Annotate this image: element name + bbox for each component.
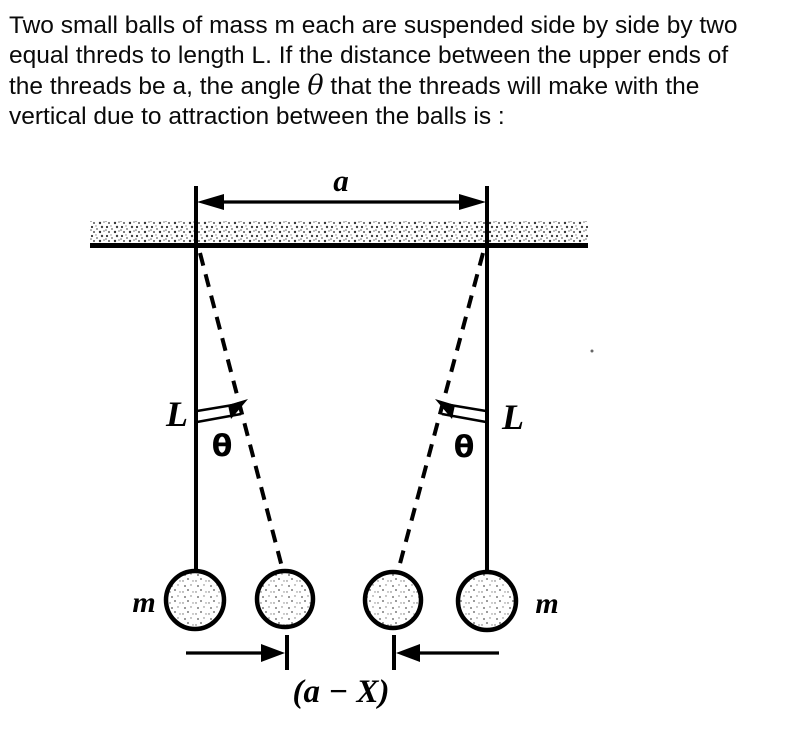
top-dimension (194, 186, 489, 243)
problem-line-3: the threads be a, the angle θ that the t… (9, 71, 797, 102)
problem-line-3-pre: the threads be a, the angle (9, 73, 308, 100)
label-angle-right: θ (454, 430, 475, 465)
angle-arc-right-lower-line (441, 412, 487, 424)
angle-arc-left-lower-line (196, 412, 242, 424)
label-distance-a: a (333, 163, 349, 198)
ball-left-outer (163, 568, 227, 632)
problem-line-4: vertical due to attraction between the b… (9, 103, 505, 130)
theta-symbol-inline: θ (307, 70, 324, 101)
bottom-dimension (186, 635, 499, 670)
problem-line-2: equal threds to length L. If the distanc… (9, 42, 729, 69)
label-distance-a-minus-x: (a − X) (293, 674, 390, 710)
dimension-arrowhead-left (197, 194, 224, 210)
ball-left-inner (254, 568, 316, 630)
bottom-arrowhead-right (396, 644, 420, 662)
problem-statement: Two small balls of mass m each are suspe… (9, 11, 797, 132)
bottom-arrowhead-left (261, 644, 285, 662)
ceiling (90, 221, 588, 248)
balls (163, 568, 519, 633)
ink-speck (590, 349, 594, 353)
threads (194, 246, 489, 572)
ball-right-inner (362, 569, 424, 631)
ceiling-baseline (90, 243, 588, 248)
ball-right-outer (455, 569, 519, 633)
thread-dashed-right (396, 252, 485, 572)
label-angle-left: θ (212, 429, 233, 464)
label-length-left: L (165, 394, 188, 434)
dimension-arrowhead-right (459, 194, 486, 210)
problem-line-3-post: that the threads will make with the (323, 73, 700, 100)
angle-arc-right (435, 399, 487, 424)
angle-arc-left (196, 399, 248, 424)
angle-arc-left-tip (228, 399, 248, 419)
problem-line-1: Two small balls of mass m each are suspe… (9, 12, 738, 39)
ceiling-texture (90, 221, 588, 244)
label-length-right: L (501, 397, 524, 437)
angle-arc-right-tip (435, 399, 455, 419)
label-mass-left: m (132, 586, 155, 619)
label-mass-right: m (535, 587, 558, 620)
thread-dashed-left (198, 252, 285, 572)
